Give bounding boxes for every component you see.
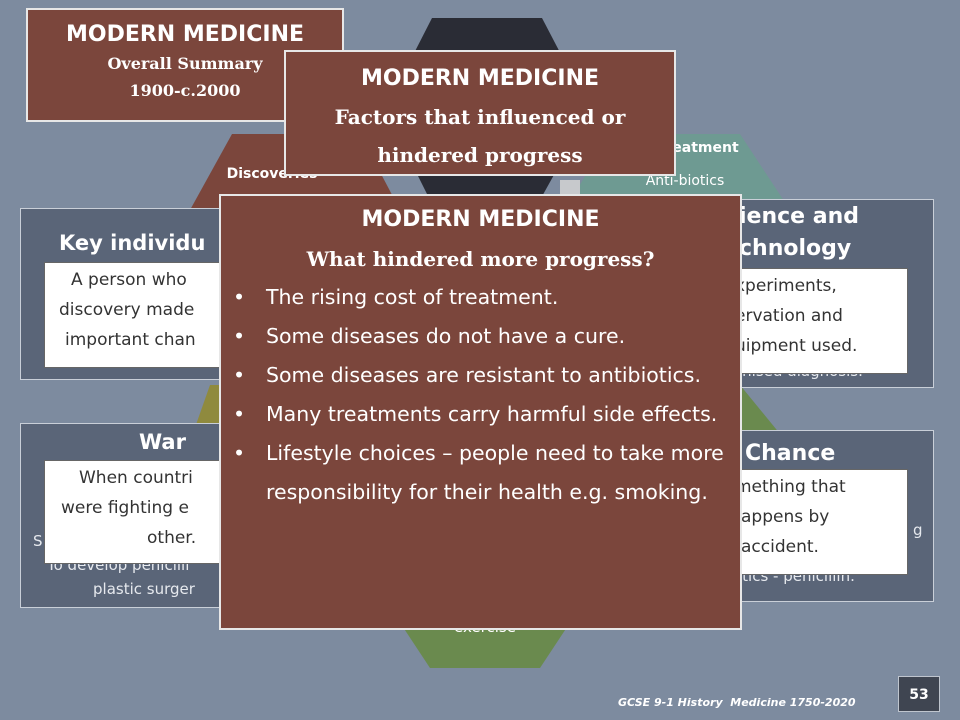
hindrance-item-no-cure: Some diseases do not have a cure. bbox=[233, 317, 740, 356]
chance-desc-2: appens by bbox=[741, 507, 830, 527]
main-title: MODERN MEDICINE bbox=[361, 207, 600, 232]
war-title: War bbox=[139, 430, 186, 454]
factors-line2: hindered progress bbox=[377, 143, 583, 167]
main-subtitle: What hindered more progress? bbox=[306, 247, 655, 271]
factors-line1: Factors that influenced or bbox=[334, 105, 626, 129]
hindrance-item-side-effects: Many treatments carry harmful side effec… bbox=[233, 395, 740, 434]
hex-label-antibiotics: Anti-biotics bbox=[645, 173, 725, 189]
chance-under-1: g bbox=[913, 521, 923, 539]
summary-title: MODERN MEDICINE bbox=[65, 22, 305, 47]
slide-number-badge: 53 bbox=[898, 676, 940, 712]
war-desc: When countri were fighting e other. bbox=[44, 460, 230, 564]
war-under-3: plastic surger bbox=[93, 580, 195, 598]
hindrance-item-lifestyle: Lifestyle choices – people need to take … bbox=[233, 434, 740, 512]
science-desc: xperiments, ervation and uipment used. bbox=[720, 268, 908, 374]
factors-card: MODERN MEDICINE Factors that influenced … bbox=[284, 50, 676, 176]
hindrance-item-resistance: Some diseases are resistant to antibioti… bbox=[233, 356, 740, 395]
war-desc-1: When countri bbox=[79, 468, 193, 488]
hindrance-item-cost: The rising cost of treatment. bbox=[233, 278, 740, 317]
key-individuals-desc-2: discovery made bbox=[59, 300, 195, 320]
chance-desc: mething that appens by accident. bbox=[720, 469, 908, 575]
summary-line2: 1900-c.2000 bbox=[129, 81, 241, 100]
war-desc-3: other. bbox=[147, 528, 197, 548]
factors-title: MODERN MEDICINE bbox=[360, 66, 600, 91]
war-under-1: S bbox=[33, 532, 43, 550]
chance-desc-1: mething that bbox=[735, 477, 846, 497]
hindrance-list: The rising cost of treatment. Some disea… bbox=[221, 278, 740, 512]
science-desc-2: ervation and bbox=[735, 306, 843, 326]
hindered-progress-card: MODERN MEDICINE What hindered more progr… bbox=[219, 194, 742, 630]
footer-course-title: GCSE 9-1 History Medicine 1750-2020 bbox=[618, 696, 856, 709]
science-title-1: ience and bbox=[739, 204, 860, 229]
key-individuals-desc-3: important chan bbox=[65, 330, 196, 350]
science-title-2: chnology bbox=[739, 236, 852, 261]
hex-label-treatment: Treatment bbox=[657, 140, 739, 156]
science-desc-3: uipment used. bbox=[735, 336, 858, 356]
key-individuals-desc: A person who discovery made important ch… bbox=[44, 262, 230, 368]
key-individuals-title: Key individu bbox=[59, 231, 206, 255]
science-desc-1: xperiments, bbox=[735, 276, 837, 296]
summary-line1: Overall Summary bbox=[107, 54, 263, 73]
war-desc-2: were fighting e bbox=[61, 498, 189, 518]
chance-title: Chance bbox=[745, 441, 836, 466]
key-individuals-desc-1: A person who bbox=[71, 270, 187, 290]
chance-desc-3: accident. bbox=[741, 537, 819, 557]
